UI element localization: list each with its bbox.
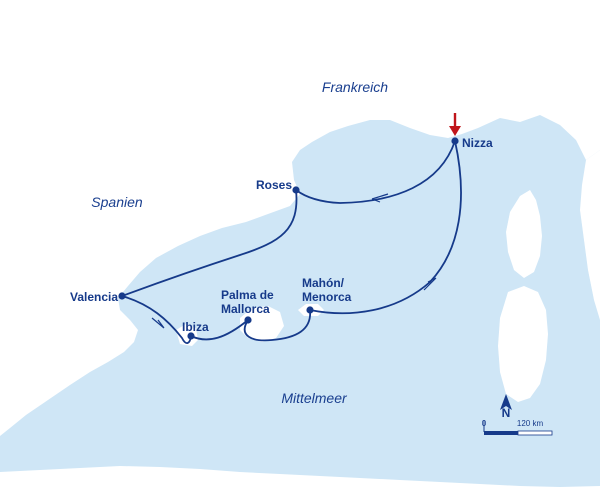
port-label-roses: Roses <box>256 178 292 192</box>
route-arrow <box>423 277 437 291</box>
corsica-island <box>506 190 542 278</box>
route-arrow <box>151 317 165 329</box>
route-leg-valencia-ibiza <box>121 295 192 344</box>
sardinia-island <box>498 286 548 402</box>
scale-min-label: 0 <box>482 419 487 428</box>
compass-label: N <box>502 406 511 420</box>
route-leg-roses-valencia <box>121 189 298 297</box>
start-arrow-icon <box>449 113 461 136</box>
port-marker-mahon <box>306 306 314 314</box>
north-arrow-icon: N <box>500 394 512 420</box>
mainland-spain-france <box>0 0 600 436</box>
region-label-france: Frankreich <box>322 79 388 95</box>
route-leg-ibiza-palma <box>190 319 249 341</box>
scale-bar: 0 120 km <box>482 419 553 436</box>
ibiza-island <box>176 324 198 346</box>
italy-coast <box>580 150 600 320</box>
mallorca-island <box>240 306 284 342</box>
region-label-spain: Spanien <box>91 194 143 210</box>
port-markers <box>118 137 459 340</box>
scale-max-label: 120 km <box>517 419 544 428</box>
port-label-ibiza: Ibiza <box>182 320 209 334</box>
port-marker-ibiza <box>187 332 195 340</box>
port-marker-nizza <box>451 137 459 145</box>
port-label-nizza: Nizza <box>462 136 493 150</box>
route-leg-nizza-roses <box>295 140 456 204</box>
port-label-mahon-line2: Menorca <box>302 290 352 304</box>
port-marker-roses <box>292 186 300 194</box>
north-africa-coast <box>0 466 600 498</box>
route-arrow <box>371 193 389 203</box>
port-marker-valencia <box>118 292 126 300</box>
route-leg-mahon-nizza <box>309 140 462 315</box>
route-leg-palma-mahon <box>243 309 311 342</box>
port-marker-palma <box>244 316 252 324</box>
port-label-palma-line1: Palma de <box>221 288 274 302</box>
cruise-route <box>121 140 462 344</box>
sea-label-mediterranean: Mittelmeer <box>281 390 348 406</box>
port-label-mahon-line1: Mahón/ <box>302 276 345 290</box>
port-label-valencia: Valencia <box>70 290 118 304</box>
route-direction-arrows <box>151 193 437 329</box>
port-label-palma-line2: Mallorca <box>221 302 270 316</box>
